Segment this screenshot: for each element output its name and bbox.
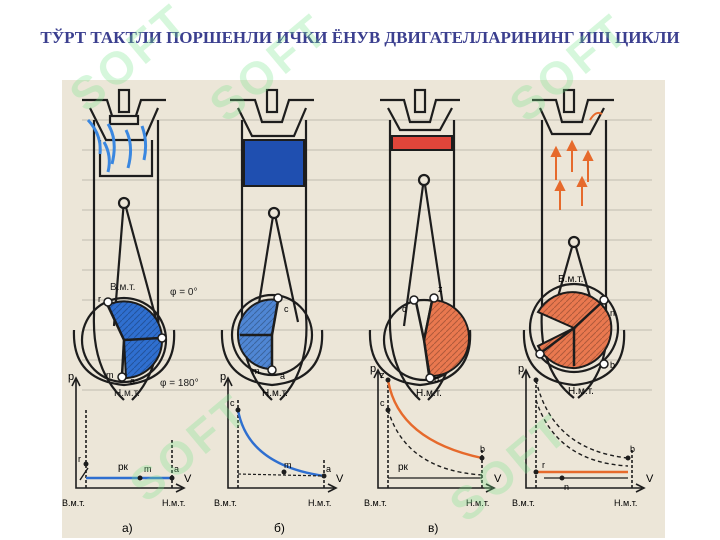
power-points — [409, 293, 439, 383]
diagram2-point-m: m — [284, 460, 292, 470]
engine4-point-b: b — [610, 360, 615, 370]
engine3-point-z: z — [438, 284, 443, 294]
diagram1-left-tick: В.м.т. — [62, 498, 85, 508]
diagram3-axis-y: p — [370, 363, 376, 375]
diagram4-point-b: b — [630, 444, 635, 454]
intake-points — [103, 297, 167, 382]
diagram1-point-r: r — [78, 454, 81, 464]
engine-intake — [72, 88, 176, 401]
diagram1-point-m: m — [144, 464, 152, 474]
diagram1-right-tick: Н.м.т. — [162, 498, 185, 508]
engine3-bottom-label: Н.м.т. — [416, 388, 442, 399]
engine4-point-n: n — [610, 308, 615, 318]
engine4-top-label: В.м.т. — [558, 274, 583, 285]
diagram3-point-c: c — [380, 398, 385, 408]
engine3-point-c: c — [402, 304, 407, 314]
slide-title: ТЎРТ ТАКТЛИ ПОРШЕНЛИ ИЧКИ ЁНУВ ДВИГАТЕЛЛ… — [40, 28, 680, 47]
engine2-point-a: a — [280, 371, 285, 381]
diagram3-left-tick: В.м.т. — [364, 498, 387, 508]
engine1-point-r: r — [98, 294, 101, 304]
engine3-point-b: b — [434, 374, 439, 384]
intake-flow — [86, 118, 148, 173]
diagram3-pk: pк — [398, 462, 409, 473]
engine2-point-m: m — [252, 366, 260, 376]
diagram1-caption: а) — [122, 521, 133, 535]
diagram2-axis-x: V — [336, 473, 344, 485]
diagram4-axis-y: p — [518, 363, 524, 375]
diagram2-left-tick: В.м.т. — [214, 498, 237, 508]
textbook-figure: В.м.т. φ = 0° φ = 180° Н.м.т. r m a c — [62, 80, 665, 538]
engine2-point-c: c — [284, 304, 289, 314]
engine1-bottom-label: Н.м.т. — [114, 388, 140, 399]
compression-points — [267, 293, 283, 375]
exhaust-flow — [550, 111, 603, 210]
diagram1-pk: pк — [118, 462, 129, 473]
engine1-point-a: a — [130, 376, 135, 386]
diagram3-caption: в) — [428, 521, 438, 535]
diagram4-right-tick: Н.м.т. — [614, 498, 637, 508]
power-hatch — [424, 300, 470, 377]
engine-cycle-figure: В.м.т. φ = 0° φ = 180° Н.м.т. r m a c — [62, 88, 654, 535]
diagram4-point-n: n — [564, 482, 569, 492]
diagram2-caption: б) — [274, 521, 285, 535]
engine2-bottom-label: Н.м.т. — [262, 388, 288, 399]
diagram4-left-tick: В.м.т. — [512, 498, 535, 508]
diagram1-axis-x: V — [184, 473, 192, 485]
engine1-angle-bottom: φ = 180° — [160, 378, 199, 389]
pv-points — [83, 377, 631, 481]
compression-charge — [243, 139, 305, 187]
diagram2-right-tick: Н.м.т. — [308, 498, 331, 508]
diagram4-axis-x: V — [646, 473, 654, 485]
exhaust-points — [535, 295, 609, 369]
diagram2-point-c: c — [230, 398, 235, 408]
diagram3-right-tick: Н.м.т. — [466, 498, 489, 508]
diagram3-axis-x: V — [494, 473, 502, 485]
background-text — [82, 119, 652, 391]
diagram4-point-r: r — [542, 460, 545, 470]
pv-axes — [71, 368, 646, 493]
diagram1-axis-y: p — [68, 371, 74, 383]
compression-crank-arms — [240, 300, 280, 368]
diagram3-point-b: b — [480, 444, 485, 454]
diagram2-point-a: a — [326, 464, 331, 474]
power-crank-arms — [414, 300, 434, 376]
engine1-point-m: m — [106, 370, 114, 380]
diagram2-axis-y: p — [220, 371, 226, 383]
diagram3-point-z: z — [380, 370, 385, 380]
combustion-flame — [391, 135, 453, 151]
diagram1-point-a: a — [174, 464, 179, 474]
pv-curves — [79, 379, 629, 481]
engine4-bottom-label: Н.м.т. — [568, 386, 594, 397]
engine1-top-label: В.м.т. — [110, 282, 135, 293]
exhaust-crank-arms — [541, 301, 603, 366]
intake-crank-arms — [106, 305, 161, 377]
engine1-angle-top: φ = 0° — [170, 287, 197, 298]
